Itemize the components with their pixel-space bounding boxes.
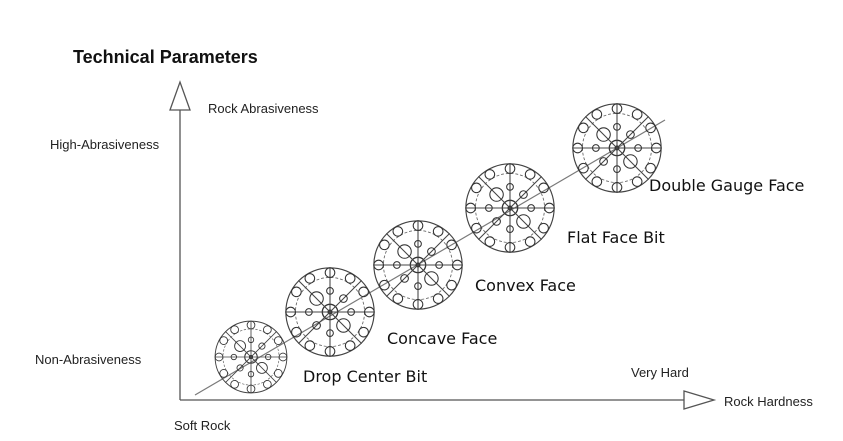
double-gauge-face-label: Double Gauge Face bbox=[649, 176, 805, 195]
x-axis-title: Rock Hardness bbox=[724, 394, 813, 409]
page-title: Technical Parameters bbox=[73, 47, 258, 67]
concave-face-bit-icon bbox=[285, 267, 375, 357]
y-axis bbox=[169, 80, 191, 400]
flat-face-bit-label: Flat Face Bit bbox=[567, 228, 665, 247]
y-axis-low-label: Non-Abrasiveness bbox=[35, 352, 142, 367]
concave-face-label: Concave Face bbox=[387, 329, 498, 348]
y-axis-title: Rock Abrasiveness bbox=[208, 101, 319, 116]
x-axis-low-label: Soft Rock bbox=[174, 418, 231, 433]
x-axis-high-label: Very Hard bbox=[631, 365, 689, 380]
convex-face-bit-icon bbox=[373, 220, 463, 310]
y-axis-high-label: High-Abrasiveness bbox=[50, 137, 160, 152]
flat-face-bit-icon bbox=[465, 163, 555, 253]
drop-center-bit-icon bbox=[214, 320, 288, 394]
x-axis bbox=[180, 390, 717, 410]
trend-line bbox=[194, 119, 666, 396]
drop-center-bit-label: Drop Center Bit bbox=[303, 367, 428, 386]
convex-face-label: Convex Face bbox=[475, 276, 576, 295]
double-gauge-face-bit-icon bbox=[572, 103, 662, 193]
